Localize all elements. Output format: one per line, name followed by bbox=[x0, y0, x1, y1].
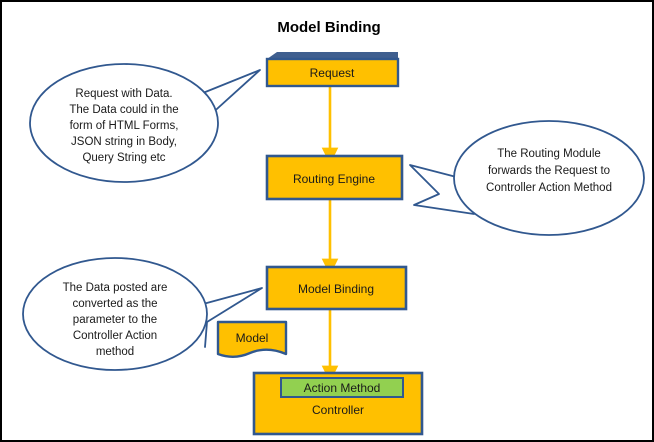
action-method-box bbox=[280, 377, 404, 398]
callout-request-line-1: Request with Data. bbox=[75, 88, 172, 100]
callout-model-binding-line-1: The Data posted are bbox=[63, 282, 168, 294]
node-routing-engine[interactable]: Routing Engine bbox=[265, 154, 404, 201]
callout-model-binding-line-4: Controller Action bbox=[73, 330, 157, 342]
callout-request-line-4: JSON string in Body, bbox=[71, 136, 177, 148]
callout-routing-tail bbox=[409, 164, 475, 215]
node-model-binding-label: Model Binding bbox=[298, 282, 374, 296]
callout-request-bubble bbox=[29, 63, 219, 183]
node-controller[interactable]: Action Method Controller bbox=[252, 371, 424, 436]
node-request-label: Request bbox=[310, 66, 355, 80]
request-box-top-face bbox=[267, 52, 398, 59]
page-title: Model Binding bbox=[277, 19, 380, 36]
callout-request-line-2: The Data could in the bbox=[69, 104, 178, 116]
callout-request[interactable]: Request with Data. The Data could in the… bbox=[29, 63, 261, 183]
request-box-front-face bbox=[265, 57, 400, 88]
callout-routing-line-1: The Routing Module bbox=[497, 148, 601, 160]
callout-model-binding-line-3: parameter to the bbox=[73, 314, 157, 326]
node-action-method[interactable]: Action Method bbox=[280, 377, 404, 398]
callout-model-binding-line-5: method bbox=[96, 346, 134, 358]
callout-request-line-5: Query String etc bbox=[82, 152, 165, 164]
callout-routing-bubble bbox=[453, 120, 645, 236]
callout-routing-line-3: Controller Action Method bbox=[486, 182, 612, 194]
node-model-label: Model bbox=[236, 331, 269, 345]
node-model-binding[interactable]: Model Binding bbox=[265, 265, 408, 311]
node-request[interactable]: Request bbox=[265, 52, 400, 88]
routing-engine-box bbox=[265, 154, 404, 201]
node-action-method-label: Action Method bbox=[304, 381, 381, 395]
model-document-shape bbox=[216, 320, 288, 358]
node-routing-engine-label: Routing Engine bbox=[293, 172, 375, 186]
callout-model-binding-bubble bbox=[22, 257, 208, 371]
node-model[interactable]: Model bbox=[216, 320, 288, 358]
callout-routing[interactable]: The Routing Module forwards the Request … bbox=[409, 120, 645, 236]
callout-model-binding[interactable]: The Data posted are converted as the par… bbox=[22, 257, 263, 371]
model-binding-box bbox=[265, 265, 408, 311]
node-controller-label: Controller bbox=[312, 403, 364, 417]
callout-model-binding-tail bbox=[191, 287, 263, 348]
callout-request-line-3: form of HTML Forms, bbox=[70, 120, 179, 132]
callout-routing-line-2: forwards the Request to bbox=[488, 165, 610, 177]
callout-model-binding-line-2: converted as the bbox=[72, 298, 157, 310]
